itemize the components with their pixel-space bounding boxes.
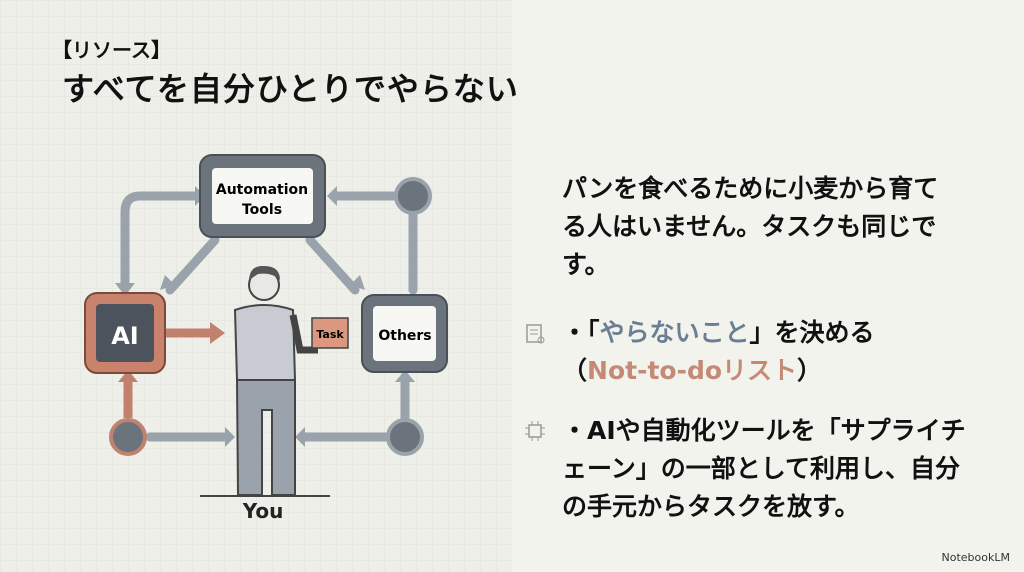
task-box-icon	[311, 317, 349, 349]
bullet-prefix: ・「	[562, 318, 600, 347]
node-circle	[386, 418, 424, 456]
right-panel	[512, 0, 1024, 572]
not-to-do-highlight: Not-to-doリスト	[587, 356, 798, 385]
checklist-icon	[526, 324, 545, 344]
node-circle	[109, 418, 147, 456]
others-label: Others	[378, 328, 431, 344]
delegation-diagram: Automation Tools AI Others Task You	[84, 154, 448, 523]
section-label: 【リソース】	[52, 38, 171, 62]
person-figure	[200, 265, 330, 497]
bullet-text: ・AIや自動化ツールを「サプライチェーン」の一部として利用し、自分の手元からタス…	[562, 416, 966, 521]
tools-label: Tools	[242, 202, 282, 218]
bullet-not-to-do: ・「やらないこと」を決める （Not-to-doリスト）	[526, 314, 982, 390]
paren-open: （	[562, 356, 588, 385]
task-label: Task	[316, 328, 344, 341]
notebooklm-watermark: NotebookLM	[941, 551, 1010, 564]
slide-title: すべてを自分ひとりでやらない	[62, 70, 519, 108]
chip-icon	[525, 421, 545, 441]
bullet-suffix: 」を決める	[749, 318, 875, 347]
you-label: You	[242, 499, 284, 523]
paren-close: ）	[797, 356, 823, 385]
bullet-supply-chain: ・AIや自動化ツールを「サプライチェーン」の一部として利用し、自分の手元からタス…	[525, 412, 982, 526]
body-text: パンを食べるために小麦から育てる人はいません。タスクも同じです。	[562, 174, 939, 279]
ai-label: AI	[111, 322, 139, 350]
automation-label: Automation	[216, 182, 308, 198]
node-circle	[394, 177, 432, 215]
highlight-text: やらないこと	[599, 318, 750, 347]
